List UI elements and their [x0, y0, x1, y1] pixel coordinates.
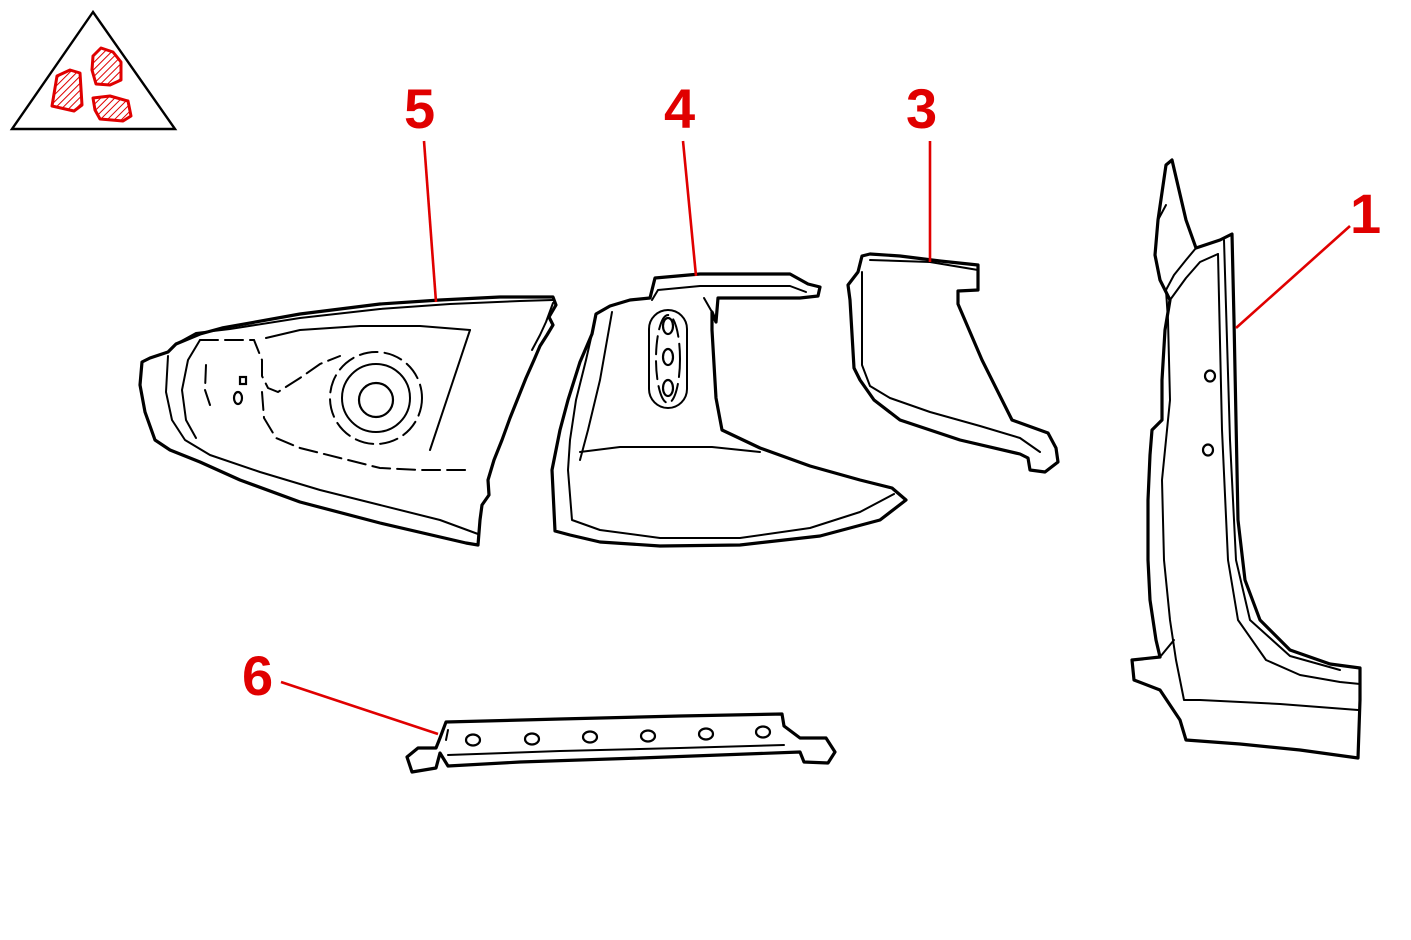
part-6-mounting-strip	[405, 712, 837, 774]
callout-leader-4	[681, 140, 698, 277]
callout-label-4: 4	[664, 77, 695, 140]
callout-5: 5	[404, 77, 438, 303]
part-1-pillar-panel	[1130, 158, 1362, 760]
callout-4: 4	[664, 77, 698, 277]
part-3-rear-bracket	[846, 252, 1060, 474]
callout-leader-6	[280, 680, 439, 736]
callout-3: 3	[906, 77, 937, 262]
part-4-inner-wheel-arch	[550, 272, 908, 548]
callout-leader-1	[1235, 225, 1351, 329]
callout-label-1: 1	[1350, 182, 1381, 245]
part-5-wheelhouse-panel	[138, 295, 558, 547]
callout-label-5: 5	[404, 77, 435, 140]
callout-label-3: 3	[906, 77, 937, 140]
callout-6: 6	[242, 644, 439, 736]
callout-label-6: 6	[242, 644, 273, 707]
callout-leader-5	[422, 140, 438, 303]
triangle-parts-icon	[9, 9, 178, 131]
callout-1: 1	[1235, 182, 1381, 329]
